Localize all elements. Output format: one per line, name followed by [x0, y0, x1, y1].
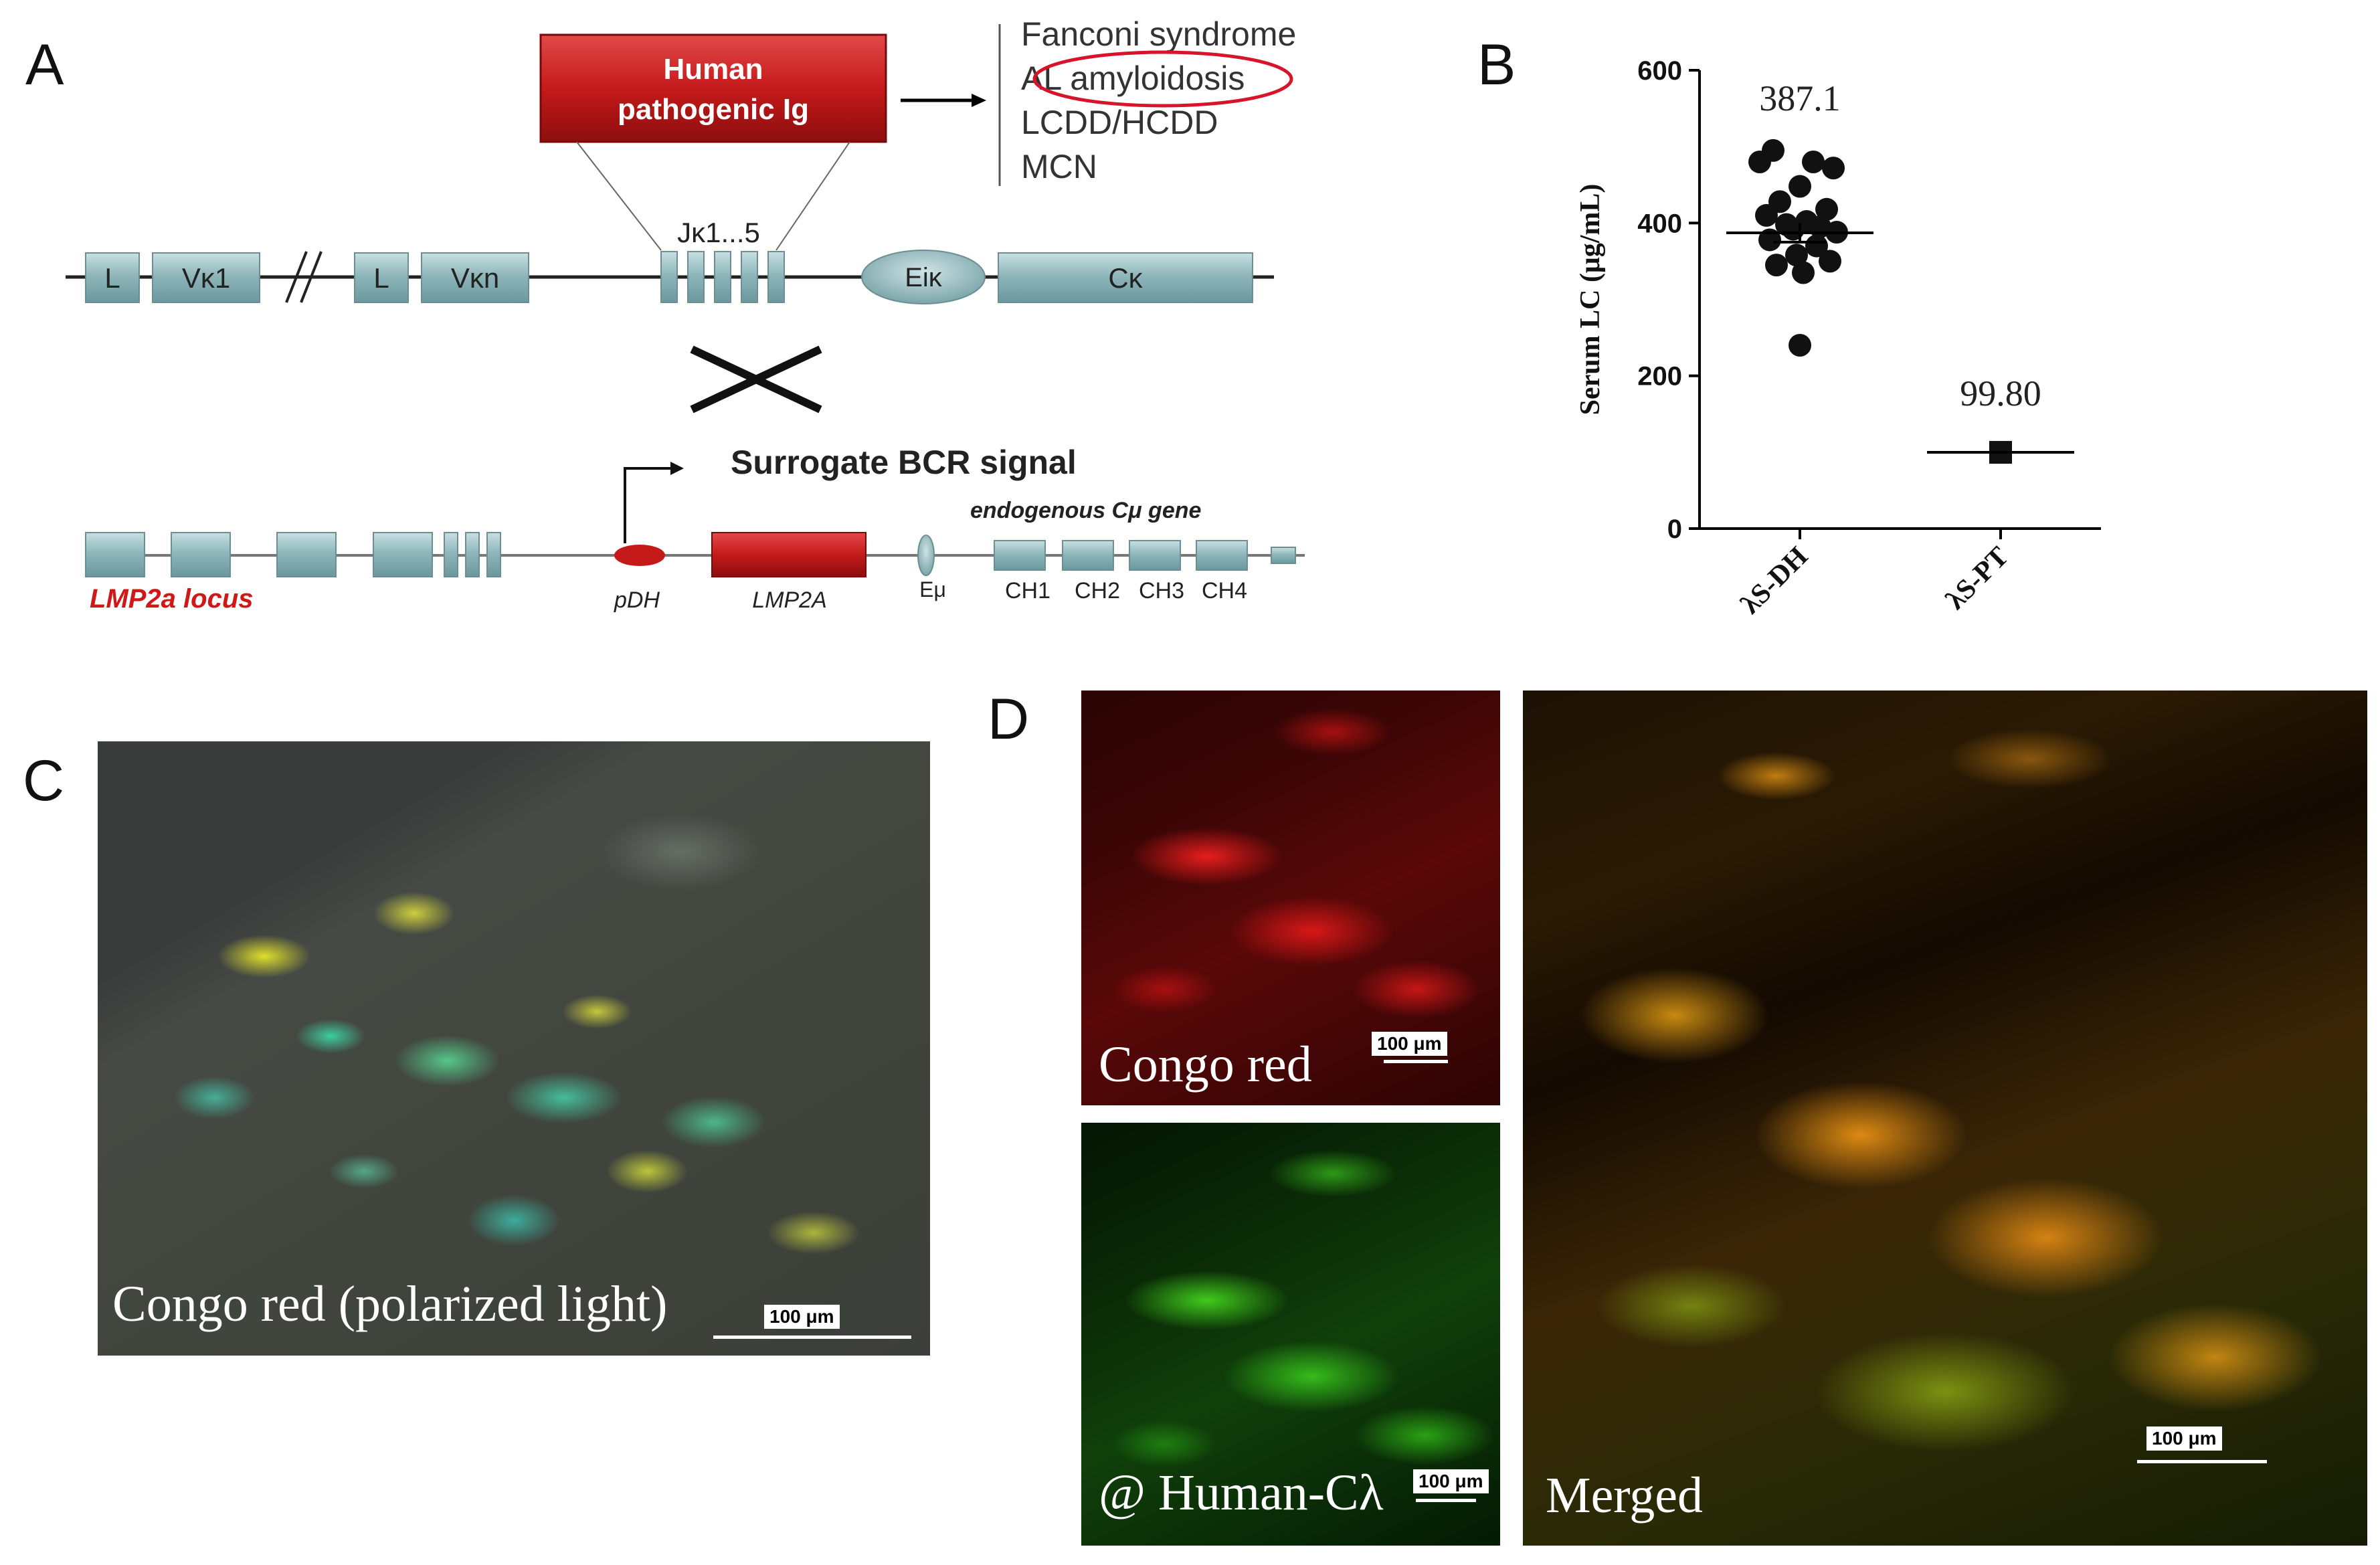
data-point — [1819, 250, 1841, 273]
data-point — [1815, 197, 1838, 221]
pathogenic-ig-line2: pathogenic Ig — [618, 93, 809, 126]
data-point — [1792, 261, 1815, 284]
l-segment-label: L — [373, 262, 389, 294]
ch3-label: CH3 — [1139, 578, 1184, 604]
data-point — [1765, 254, 1788, 277]
l-segment — [85, 252, 140, 303]
data-point — [1822, 157, 1845, 180]
scale-label: 100 μm — [1372, 1032, 1447, 1056]
data-point — [1789, 175, 1811, 198]
vk1-segment — [152, 252, 260, 303]
scale-label: 100 μm — [1413, 1469, 1489, 1493]
disease-item-highlighted: AL amyloidosis — [1021, 60, 1245, 97]
vk1-segment-label: Vκ1 — [182, 262, 230, 294]
lmp2a-exon — [373, 532, 433, 577]
y-tick-label: 0 — [1667, 515, 1682, 544]
panel-letter-d: D — [988, 687, 1030, 751]
ck-label: Cκ — [1108, 262, 1143, 294]
scale-bar — [1384, 1060, 1448, 1063]
panel-a-diagram: Human pathogenic Ig Fanconi syndrome AL … — [66, 15, 1305, 614]
emu-label: Eμ — [919, 577, 946, 602]
scale-bar — [713, 1336, 911, 1339]
lmp2a-exon — [85, 532, 145, 577]
lmp2a-exon — [171, 532, 231, 577]
scale-bar — [2137, 1460, 2267, 1463]
congo-red-polarized-image: Congo red (polarized light) 100 μm — [98, 741, 930, 1356]
data-point — [1805, 234, 1828, 258]
human-clambda-fluorescence-image: @ Human-Cλ 100 μm — [1081, 1123, 1500, 1546]
panel-letter-a: A — [25, 33, 64, 97]
j-segment — [660, 251, 678, 303]
j-segment — [687, 251, 705, 303]
j-segment — [767, 251, 785, 303]
promoter-arrow-icon — [670, 462, 684, 475]
merged-fluorescence-image: Merged 100 μm — [1523, 691, 2367, 1546]
merged-label: Merged — [1546, 1467, 1703, 1524]
mean-value-label: 99.80 — [1960, 373, 2041, 413]
y-tick-label: 600 — [1637, 56, 1682, 86]
lmp2a-box — [711, 532, 866, 577]
jk-label: Jκ1...5 — [677, 217, 760, 248]
arrow-right-icon — [972, 94, 986, 107]
congo-red-fluorescence-image: Congo red 100 μm — [1081, 691, 1500, 1105]
x-tick-label: λS-PT — [1940, 541, 2015, 616]
pathogenic-ig-box — [539, 33, 887, 143]
ch4-label: CH4 — [1202, 578, 1247, 604]
scale-bar — [1416, 1499, 1476, 1502]
human-clambda-label: @ Human-Cλ — [1099, 1465, 1384, 1521]
y-axis-label: Serum LC (μg/mL) — [1575, 184, 1606, 416]
data-point — [1785, 244, 1808, 267]
l-segment-label: L — [104, 262, 120, 294]
ch2-label: CH2 — [1075, 578, 1120, 604]
scale-label: 100 μm — [2146, 1426, 2222, 1451]
ch2-exon — [1062, 540, 1114, 571]
ch4-exon — [1196, 540, 1248, 571]
surrogate-bcr-label: Surrogate BCR signal — [731, 444, 1077, 481]
ch1-label: CH1 — [1005, 578, 1050, 604]
lmp2a-exon — [486, 532, 501, 577]
lmp2a-label: LMP2A — [752, 587, 827, 613]
lmp2a-exon — [465, 532, 480, 577]
mean-value-label: 387.1 — [1759, 78, 1841, 118]
ch1-exon — [994, 540, 1046, 571]
pathogenic-ig-line1: Human — [663, 53, 763, 86]
endogenous-label: endogenous Cμ gene — [970, 498, 1201, 523]
lmp2a-exon — [444, 532, 458, 577]
panel-letter-b: B — [1477, 33, 1516, 97]
eik-enhancer — [861, 250, 986, 304]
y-tick-label: 200 — [1637, 362, 1682, 391]
x-tick-label: λS-DH — [1735, 541, 1814, 620]
lmp2a-exon — [276, 532, 337, 577]
j-segment — [741, 251, 758, 303]
data-point — [1748, 151, 1771, 173]
ck-segment — [998, 252, 1253, 303]
congo-red-polarized-label: Congo red (polarized light) — [112, 1276, 668, 1332]
lmp2a-locus-label: LMP2a locus — [90, 584, 254, 614]
data-point — [1802, 151, 1825, 173]
ch3-exon — [1129, 540, 1181, 571]
highlight-circle — [1032, 50, 1293, 108]
pdh-label: pDH — [614, 587, 660, 613]
data-point — [1755, 203, 1778, 227]
membrane-exon — [1271, 547, 1296, 564]
vkn-segment — [421, 252, 529, 303]
congo-red-label: Congo red — [1099, 1036, 1312, 1093]
eik-label: Eiκ — [905, 263, 943, 292]
j-segment — [714, 251, 731, 303]
scale-label: 100 μm — [764, 1305, 840, 1329]
disease-item: LCDD/HCDD — [1021, 104, 1218, 141]
panel-letter-c: C — [23, 749, 65, 813]
disease-item: Fanconi syndrome — [1021, 15, 1296, 53]
vkn-segment-label: Vκn — [451, 262, 499, 294]
emu-enhancer — [917, 535, 935, 576]
disease-item: MCN — [1021, 148, 1097, 185]
data-point — [1789, 334, 1811, 357]
pdh-promoter — [614, 545, 665, 566]
l-segment — [354, 252, 409, 303]
y-tick-label: 400 — [1637, 209, 1682, 238]
